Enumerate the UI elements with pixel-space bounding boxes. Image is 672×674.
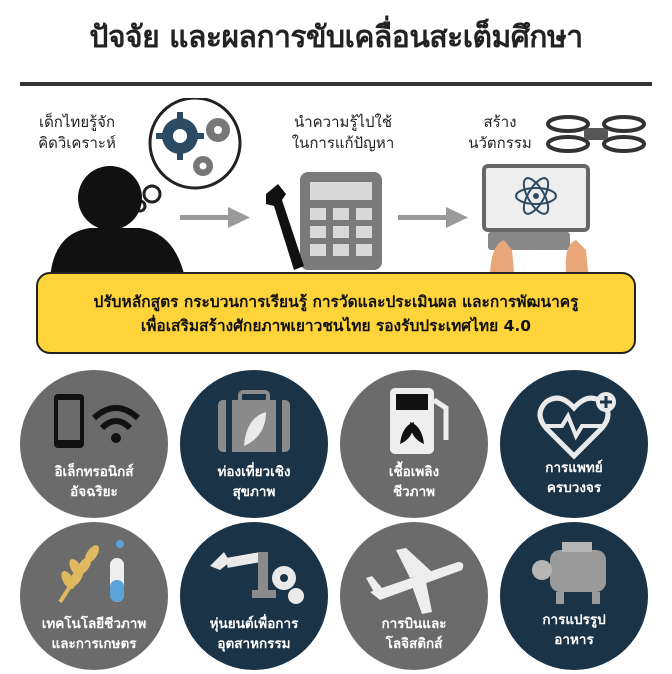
industry-label: การบินและ โลจิสติกส์ [340, 614, 488, 654]
step-caption-innovate: สร้าง นวัตกรรม [452, 112, 548, 154]
industry-label: เชื้อเพลิง ชีวภาพ [340, 462, 488, 502]
industry-label-line: โลจิสติกส์ [385, 636, 443, 652]
step-caption-line: คิดวิเคราะห์ [38, 134, 116, 152]
industry-label: การแปรรูป อาหาร [500, 610, 648, 650]
industry-label-line: เชื้อเพลิง [388, 464, 440, 480]
computer-innovation-icon [482, 164, 590, 272]
suitcase-leaf-icon [218, 390, 290, 452]
heart-pulse-icon [537, 392, 616, 460]
industry-label: การแพทย์ ครบวงจร [500, 458, 648, 498]
step-caption-line: สร้าง [483, 113, 517, 131]
industry-label-line: การบินและ [381, 616, 447, 632]
industry-label-line: สุขภาพ [232, 484, 276, 500]
industry-smart-electronics: อิเล็กทรอนิกส์ อัจฉริยะ [20, 370, 168, 518]
arrow-right-icon [180, 207, 250, 228]
industry-label: ท่องเที่ยวเชิง สุขภาพ [180, 462, 328, 502]
fuel-pump-leaf-icon [390, 388, 449, 454]
industry-label-line: ครบวงจร [546, 480, 602, 496]
calculator-wrench-icon [266, 172, 382, 270]
industry-label-line: การแพทย์ [545, 460, 603, 476]
airplane-icon [366, 548, 464, 614]
page-title: ปัจจัย และผลการขับเคลื่อนสะเต็มศึกษา [89, 20, 583, 55]
industry-label-line: อาหาร [554, 632, 594, 648]
industry-label: เทคโนโลยีชีวภาพ และการเกษตร [20, 614, 168, 654]
industry-biotech-agriculture: เทคโนโลยีชีวภาพ และการเกษตร [20, 522, 168, 670]
industry-label-line: การแปรรูป [542, 612, 606, 628]
industry-label-line: อัจฉริยะ [70, 484, 118, 500]
step-caption-line: เด็กไทยรู้จัก [38, 113, 116, 131]
curriculum-banner: ปรับหลักสูตร กระบวนการเรียนรู้ การวัดและ… [36, 272, 636, 354]
arrow-right-icon [398, 207, 468, 228]
industry-label-line: เทคโนโลยีชีวภาพ [41, 616, 147, 632]
drone-icon [546, 115, 646, 153]
industry-label-line: ชีวภาพ [392, 484, 436, 500]
industry-label-line: ท่องเที่ยวเชิง [217, 464, 291, 480]
step-caption-line: นวัตกรรม [468, 134, 532, 152]
banner-line-2: เพื่อเสริมสร้างศักยภาพเยาวชนไทย รองรับปร… [140, 317, 532, 335]
robot-arm-gear-icon [210, 552, 304, 604]
industry-label: อิเล็กทรอนิกส์ อัจฉริยะ [20, 462, 168, 502]
industry-comprehensive-healthcare: การแพทย์ ครบวงจร [500, 370, 648, 518]
industry-label-line: อิเล็กทรอนิกส์ [54, 464, 134, 480]
smartphone-wifi-icon [54, 394, 141, 448]
industry-biofuel: เชื้อเพลิง ชีวภาพ [340, 370, 488, 518]
thinking-person-icon [50, 98, 242, 278]
industry-aviation-logistics: การบินและ โลจิสติกส์ [340, 522, 488, 670]
industry-label-line: และการเกษตร [51, 636, 137, 652]
step-caption-line: นำความรู้ไปใช้ [293, 113, 393, 131]
industry-label-line: อุตสาหกรรม [217, 636, 291, 652]
industry-food-processing: การแปรรูป อาหาร [500, 522, 648, 670]
banner-line-1: ปรับหลักสูตร กระบวนการเรียนรู้ การวัดและ… [93, 293, 579, 311]
food-machine-icon [532, 542, 606, 604]
industry-industrial-robotics: หุ่นยนต์เพื่อการ อุตสาหกรรม [180, 522, 328, 670]
step-caption-apply: นำความรู้ไปใช้ ในการแก้ปัญหา [278, 112, 408, 154]
step-caption-analyze: เด็กไทยรู้จัก คิดวิเคราะห์ [22, 112, 132, 154]
industry-label-line: หุ่นยนต์เพื่อการ [209, 616, 299, 632]
industry-label: หุ่นยนต์เพื่อการ อุตสาหกรรม [180, 614, 328, 654]
title-divider [20, 82, 652, 86]
step-caption-line: ในการแก้ปัญหา [291, 134, 395, 152]
industry-wellness-tourism: ท่องเที่ยวเชิง สุขภาพ [180, 370, 328, 518]
wheat-testtube-icon [58, 540, 124, 604]
